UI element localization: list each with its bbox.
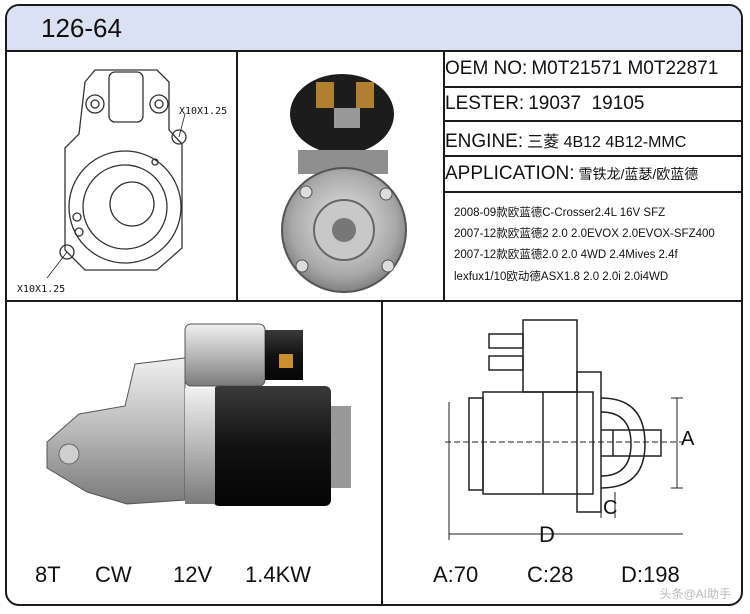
lester-row: LESTER:19037 19105 bbox=[445, 93, 741, 115]
application-line-4: lexfux1/10欧动德ASX1.8 2.0 2.0i 2.0i4WD bbox=[454, 271, 669, 283]
divider-horizontal-main bbox=[7, 300, 741, 302]
side-photo bbox=[46, 323, 351, 506]
application-row: APPLICATION:雪铁龙/蓝瑟/欧蓝德 bbox=[445, 163, 741, 185]
dimension-a-value: A:70 bbox=[433, 562, 479, 587]
rotation: CW bbox=[95, 562, 132, 587]
oem-row: OEM NO:M0T21571 M0T22871 bbox=[445, 58, 741, 80]
watermark: 头条@AI助手 bbox=[659, 587, 731, 601]
spec-sheet: 126-64 OEM NO:M0T21571 M0T22871 LESTER:1… bbox=[5, 4, 743, 606]
rear-photo bbox=[281, 74, 407, 293]
bolt-label-top: X10X1.25 bbox=[179, 106, 227, 117]
teeth-count: 8T bbox=[35, 562, 61, 587]
dimension-label-a: A bbox=[681, 428, 695, 450]
oem-values: M0T21571 M0T22871 bbox=[531, 58, 719, 79]
engine-row: ENGINE:三菱 4B12 4B12-MMC bbox=[445, 128, 741, 153]
dimension-drawing: A C D bbox=[445, 319, 695, 547]
dimension-d-value: D:198 bbox=[621, 562, 680, 587]
spec-divider-4 bbox=[443, 191, 741, 193]
oem-label: OEM NO: bbox=[445, 58, 528, 79]
header-bar: 126-64 bbox=[7, 6, 741, 52]
divider-vertical-2 bbox=[443, 50, 445, 302]
spec-divider-3 bbox=[443, 155, 741, 157]
divider-vertical-1 bbox=[236, 50, 238, 302]
lester-values: 19037 19105 bbox=[528, 93, 645, 114]
front-outline-drawing: X10X1.25 X10X1.25 bbox=[17, 69, 227, 295]
dimension-label-c: C bbox=[603, 497, 617, 519]
application-line-3: 2007-12款欧蓝德2.0 2.0 4WD 2.4Mives 2.4f bbox=[454, 249, 678, 261]
spec-divider-2 bbox=[443, 120, 741, 122]
voltage: 12V bbox=[173, 562, 213, 587]
bolt-label-bottom: X10X1.25 bbox=[17, 284, 65, 295]
application-label: APPLICATION: bbox=[445, 163, 575, 184]
engine-label: ENGINE: bbox=[445, 131, 524, 152]
spec-divider-1 bbox=[443, 86, 741, 88]
application-line-1: 2008-09款欧蓝德C-Crosser2.4L 16V SFZ bbox=[454, 207, 666, 219]
divider-vertical-3 bbox=[381, 302, 383, 604]
model-number: 126-64 bbox=[41, 13, 122, 43]
application-values: 雪铁龙/蓝瑟/欧蓝德 bbox=[578, 166, 699, 182]
dimension-label-d: D bbox=[539, 522, 555, 547]
power: 1.4KW bbox=[245, 562, 312, 587]
application-line-2: 2007-12款欧蓝德2 2.0 2.0EVOX 2.0EVOX-SFZ400 bbox=[454, 228, 715, 240]
engine-values: 三菱 4B12 4B12-MMC bbox=[527, 134, 687, 151]
lester-label: LESTER: bbox=[445, 93, 525, 114]
dimension-c-value: C:28 bbox=[527, 562, 574, 587]
